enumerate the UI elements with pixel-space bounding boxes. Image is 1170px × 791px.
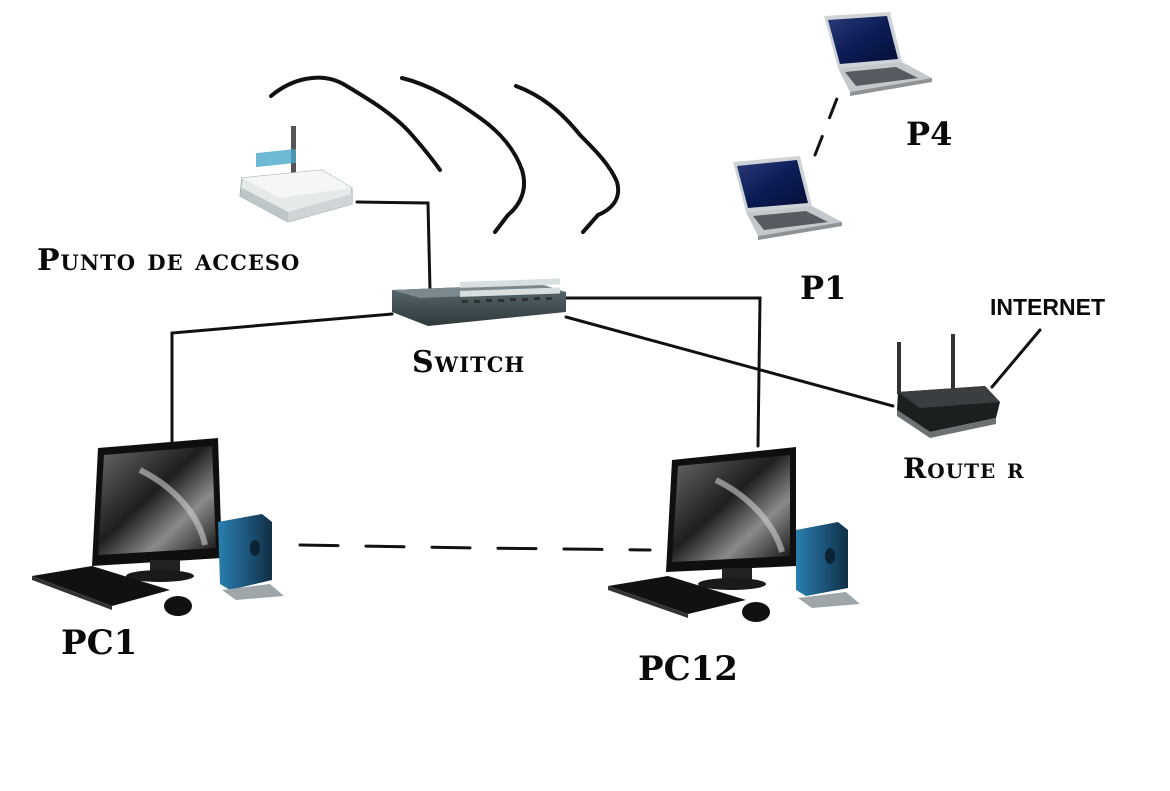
link-router-internet [990,328,1042,389]
router-label-tail: r [1007,452,1025,485]
access-point-device [239,126,353,223]
laptop-p1-label: P1 [800,269,847,307]
pc1-label: PC1 [61,623,138,663]
link-p1-p4-dashed [813,94,840,157]
pc12-device [608,447,860,622]
router-label: Route r [903,455,1025,483]
switch-device [392,278,566,326]
internet-label: INTERNET [990,294,1105,320]
laptop-p4-label: P4 [906,115,953,153]
access-point-label: Punto de acceso [37,243,301,278]
router-label-main: Route [903,452,997,485]
link-pc1-pc12-dashed [298,543,652,552]
link-switch-pc12 [561,296,762,448]
laptop-p4-device [824,12,932,96]
switch-label: Switch [412,345,526,380]
laptop-p1-device [733,156,842,240]
link-ap-switch [355,200,432,292]
wireless-waves [269,75,621,234]
link-switch-pc1 [170,312,394,447]
link-switch-router [564,315,895,408]
pc12-label: PC12 [638,649,738,689]
router-device [897,334,1000,438]
pc1-device [32,438,284,616]
network-links [170,94,1042,552]
